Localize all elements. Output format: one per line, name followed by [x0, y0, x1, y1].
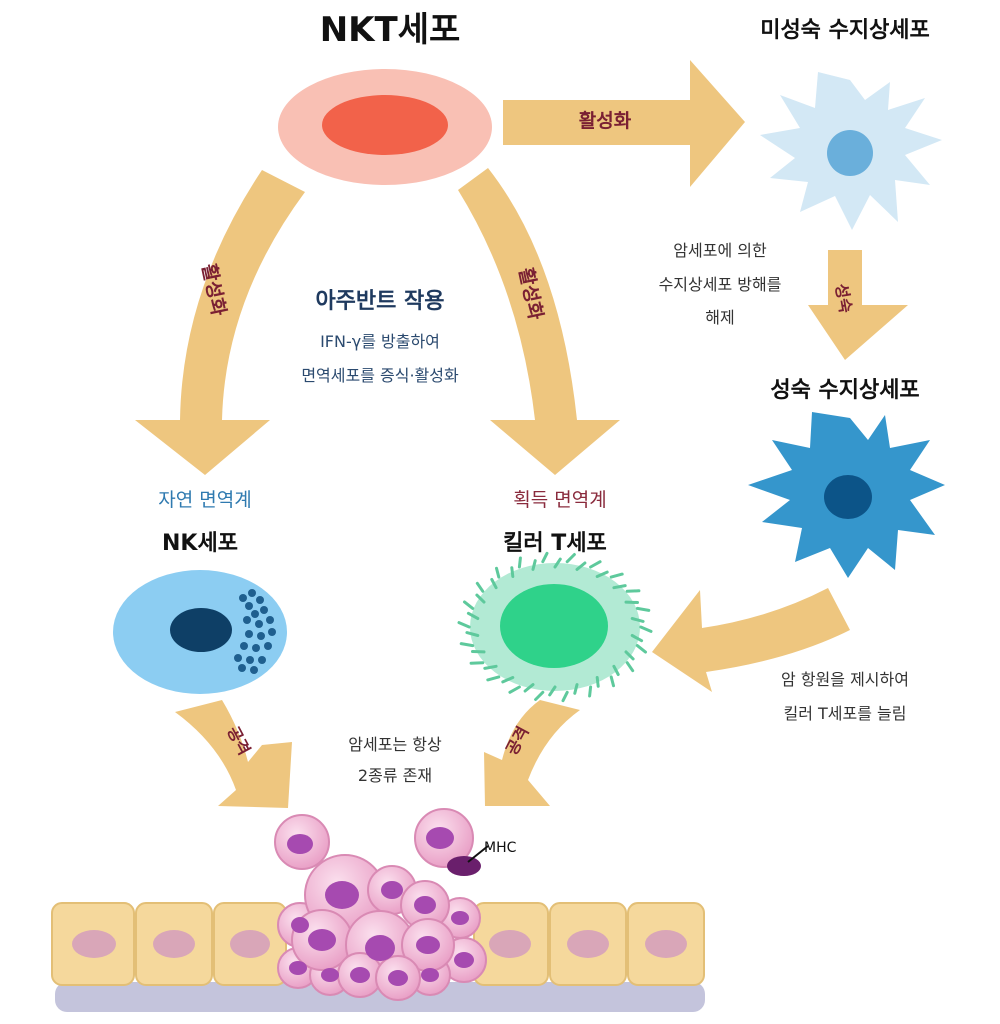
killer-t-dash [612, 584, 627, 590]
killer-t-dash [483, 664, 498, 670]
killer-t-dash [575, 561, 587, 571]
killer-t-dash [490, 578, 498, 590]
killer-t-dash [553, 557, 562, 569]
killer-t-dash [639, 625, 653, 633]
immature-dc-cell [760, 72, 942, 230]
release-note-line-2: 수지상세포 방해를 [658, 275, 782, 294]
adjuvant-heading: 아주반트 작용 [315, 289, 445, 314]
killer-t-dash [465, 631, 480, 637]
release-note-line-1: 암세포에 의한 [673, 241, 767, 260]
arrow-maturation [808, 250, 908, 360]
arrow-activate-left [135, 170, 305, 475]
killer-t-dash [625, 589, 641, 593]
killer-t-dash [475, 593, 486, 604]
killer-t-dash [595, 570, 609, 578]
killer-t-dash [523, 683, 535, 693]
mature-dc-label: 성숙 수지상세포 [770, 378, 920, 403]
arrow-activate-right [503, 60, 745, 187]
killer-t-dash [588, 685, 593, 698]
killer-t-dash [625, 661, 635, 673]
killer-t-dash [609, 675, 615, 688]
killer-t-dash [531, 559, 537, 571]
innate-immunity-label: 자연 면역계 [158, 489, 252, 511]
present-note-line-2: 킬러 T세포를 늘림 [783, 704, 907, 723]
tumor-note-line-1: 암세포는 항상 [348, 735, 442, 754]
nk-cell-label: NK세포 [162, 531, 238, 556]
killer-t-dash [495, 566, 501, 579]
killer-t-dash [595, 676, 600, 688]
release-note-line-3: 해제 [705, 308, 735, 327]
killer-t-dash [501, 676, 515, 684]
killer-t-label: 킬러 T세포 [503, 531, 607, 556]
killer-t-dash [630, 634, 644, 643]
mature-dc-cell [748, 412, 945, 578]
killer-t-cell [457, 551, 653, 703]
present-note-line-1: 암 항원을 제시하여 [781, 670, 909, 689]
killer-t-dash [561, 690, 569, 703]
tumor-cluster [274, 808, 489, 1001]
tissue-layer [51, 902, 705, 1012]
killer-t-dash [609, 572, 624, 579]
killer-t-dash [463, 600, 475, 610]
killer-t-dash [517, 556, 522, 569]
acquired-immunity-label: 획득 면역계 [513, 489, 607, 511]
killer-t-dash [573, 683, 579, 695]
adjuvant-line-1: IFN-γ를 방출하여 [320, 332, 440, 351]
immature-dc-label: 미성숙 수지상세포 [760, 18, 930, 43]
arrow-label-activate-right: 활성화 [578, 110, 632, 132]
killer-t-dash [510, 566, 515, 578]
killer-t-dash [475, 581, 485, 593]
page-title: NKT세포 [319, 10, 461, 50]
killer-t-dash [459, 642, 475, 648]
nk-cell [113, 570, 287, 694]
mhc-marker [447, 856, 481, 876]
arrow-activate-mid [458, 168, 620, 475]
killer-t-dash [635, 606, 651, 612]
killer-t-dash [466, 611, 480, 620]
killer-t-dash [486, 675, 501, 682]
killer-t-dash [565, 553, 576, 564]
killer-t-dash [624, 650, 635, 661]
killer-t-dash [589, 560, 602, 569]
killer-t-dash [469, 661, 485, 665]
killer-t-dash [548, 685, 557, 697]
killer-t-dash [612, 664, 620, 676]
nkt-cell [278, 69, 492, 185]
killer-t-dash [541, 551, 549, 564]
arrow-present [652, 588, 850, 692]
mhc-label: MHC [484, 840, 517, 856]
mhc-pointer [467, 845, 489, 863]
tumor-note-line-2: 2종류 존재 [357, 766, 433, 785]
killer-t-dash [534, 690, 545, 701]
adjuvant-line-2: 면역세포를 증식·활성화 [301, 366, 459, 385]
arrow-attack-left [175, 700, 292, 808]
killer-t-dash [457, 621, 471, 629]
killer-t-dash [635, 644, 647, 654]
killer-t-dash [508, 685, 521, 694]
killer-t-dash [630, 617, 645, 623]
arrow-attack-right [484, 700, 580, 806]
